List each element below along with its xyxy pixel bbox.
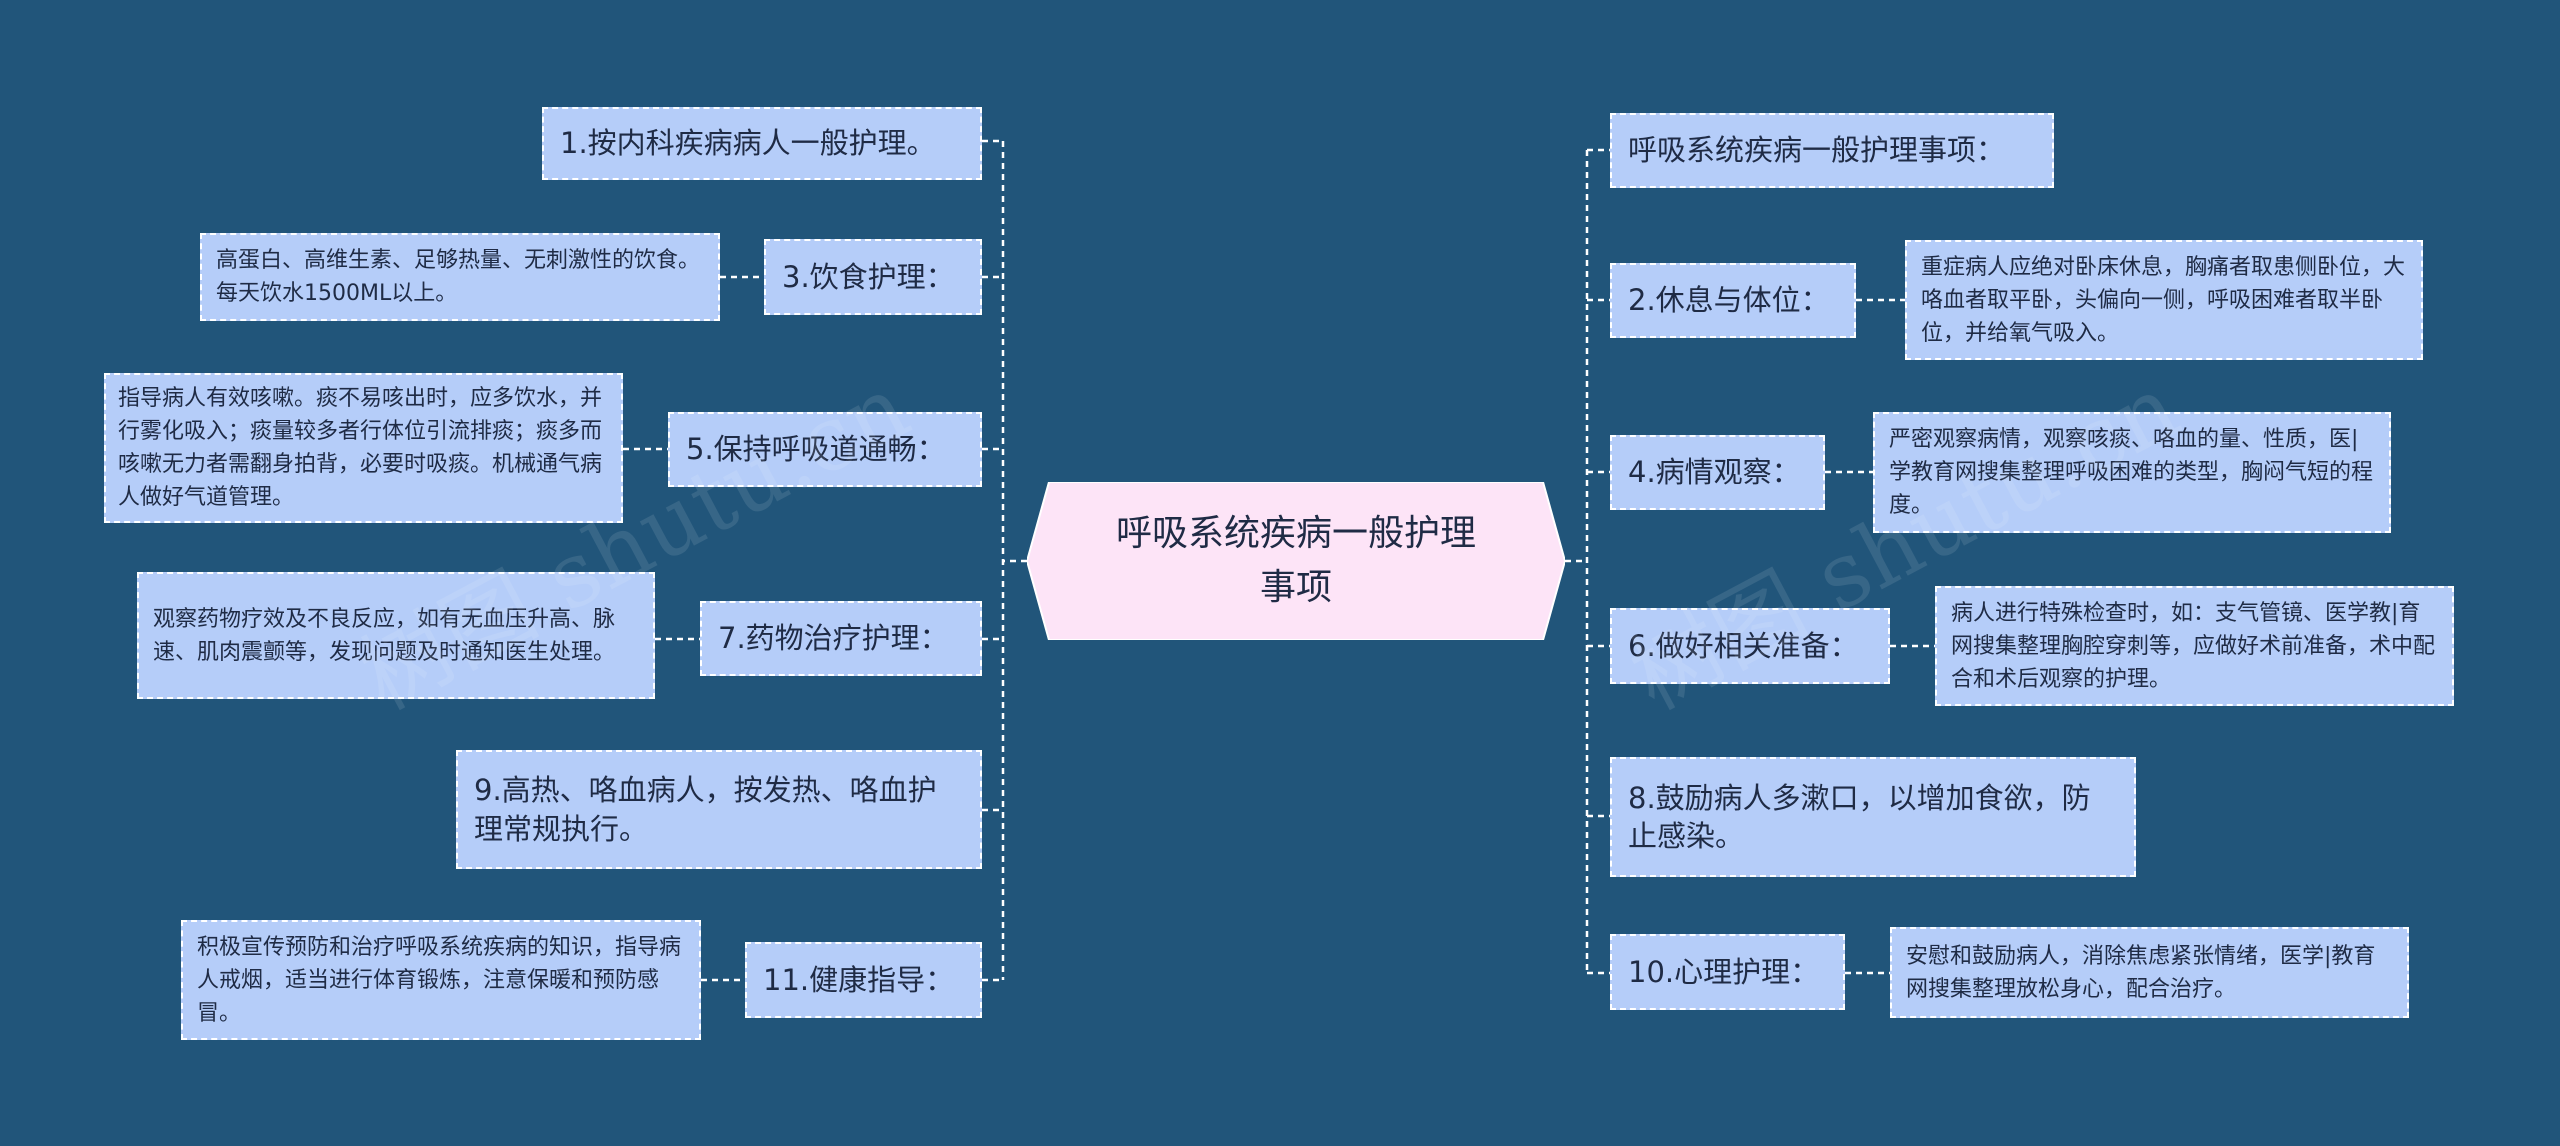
leaf-diet-nursing[interactable]: 高蛋白、高维生素、足够热量、无刺激性的饮食。每天饮水1500ML以上。 <box>200 233 720 321</box>
leaf-observation[interactable]: 严密观察病情，观察咳痰、咯血的量、性质，医|学教育网搜集整理呼吸困难的类型，胸闷… <box>1873 412 2391 533</box>
leaf-preparation[interactable]: 病人进行特殊检查时，如：支气管镜、医学教|育网搜集整理胸腔穿刺等，应做好术前准备… <box>1935 586 2454 706</box>
branch-label: 6.做好相关准备： <box>1628 628 1859 663</box>
branch-preparation[interactable]: 6.做好相关准备： <box>1610 608 1890 684</box>
leaf-text: 安慰和鼓励病人，消除焦虑紧张情绪，医学|教育网搜集整理放松身心，配合治疗。 <box>1906 943 2376 1002</box>
branch-health-guidance[interactable]: 11.健康指导： <box>745 942 982 1018</box>
leaf-rest-position[interactable]: 重症病人应绝对卧床休息，胸痛者取患侧卧位，大咯血者取平卧，头偏向一侧，呼吸困难者… <box>1905 240 2423 360</box>
branch-psychological[interactable]: 10.心理护理： <box>1610 934 1845 1010</box>
branch-observation[interactable]: 4.病情观察： <box>1610 435 1825 510</box>
leaf-text: 重症病人应绝对卧床休息，胸痛者取患侧卧位，大咯血者取平卧，头偏向一侧，呼吸困难者… <box>1921 254 2406 346</box>
branch-label: 呼吸系统疾病一般护理事项： <box>1628 133 2006 168</box>
branch-label: 11.健康指导： <box>763 962 955 997</box>
branch-diet-nursing[interactable]: 3.饮食护理： <box>764 239 982 315</box>
branch-rest-position[interactable]: 2.休息与体位： <box>1610 263 1856 338</box>
branch-label: 7.药物治疗护理： <box>718 621 949 656</box>
branch-label: 3.饮食护理： <box>782 259 955 294</box>
leaf-medication[interactable]: 观察药物疗效及不良反应，如有无血压升高、脉速、肌肉震颤等，发现问题及时通知医生处… <box>137 572 655 699</box>
leaf-text: 病人进行特殊检查时，如：支气管镜、医学教|育网搜集整理胸腔穿刺等，应做好术前准备… <box>1951 600 2436 692</box>
leaf-health-guidance[interactable]: 积极宣传预防和治疗呼吸系统疾病的知识，指导病人戒烟，适当进行体育锻炼，注意保暖和… <box>181 920 701 1040</box>
central-topic[interactable]: 呼吸系统疾病一般护理事项 <box>1027 482 1565 640</box>
leaf-text: 积极宣传预防和治疗呼吸系统疾病的知识，指导病人戒烟，适当进行体育锻炼，注意保暖和… <box>197 934 682 1026</box>
leaf-airway[interactable]: 指导病人有效咳嗽。痰不易咳出时，应多饮水，并行雾化吸入；痰量较多者行体位引流排痰… <box>104 373 623 523</box>
branch-label: 8.鼓励病人多漱口，以增加食欲，防止感染。 <box>1628 780 2091 853</box>
leaf-psychological[interactable]: 安慰和鼓励病人，消除焦虑紧张情绪，医学|教育网搜集整理放松身心，配合治疗。 <box>1890 927 2409 1018</box>
branch-label: 9.高热、咯血病人，按发热、咯血护理常规执行。 <box>474 773 937 846</box>
leaf-text: 高蛋白、高维生素、足够热量、无刺激性的饮食。每天饮水1500ML以上。 <box>216 248 701 306</box>
branch-airway[interactable]: 5.保持呼吸道通畅： <box>668 412 982 487</box>
branch-label: 2.休息与体位： <box>1628 283 1830 318</box>
branch-summary-heading[interactable]: 呼吸系统疾病一般护理事项： <box>1610 113 2054 188</box>
leaf-text: 严密观察病情，观察咳痰、咯血的量、性质，医|学教育网搜集整理呼吸困难的类型，胸闷… <box>1889 427 2374 518</box>
central-topic-label: 呼吸系统疾病一般护理事项 <box>1115 513 1476 608</box>
branch-general-nursing[interactable]: 1.按内科疾病病人一般护理。 <box>542 107 982 180</box>
leaf-text: 观察药物疗效及不良反应，如有无血压升高、脉速、肌肉震颤等，发现问题及时通知医生处… <box>153 606 616 665</box>
branch-label: 10.心理护理： <box>1628 954 1820 989</box>
branch-label: 4.病情观察： <box>1628 455 1801 490</box>
branch-medication[interactable]: 7.药物治疗护理： <box>700 601 982 676</box>
branch-label: 1.按内科疾病病人一般护理。 <box>560 126 936 161</box>
branch-label: 5.保持呼吸道通畅： <box>686 432 946 467</box>
leaf-text: 指导病人有效咳嗽。痰不易咳出时，应多饮水，并行雾化吸入；痰量较多者行体位引流排痰… <box>118 386 603 510</box>
branch-mouth-rinse[interactable]: 8.鼓励病人多漱口，以增加食欲，防止感染。 <box>1610 757 2136 877</box>
central-topic-shape <box>1027 482 1565 640</box>
branch-fever-hemoptysis[interactable]: 9.高热、咯血病人，按发热、咯血护理常规执行。 <box>456 750 982 869</box>
